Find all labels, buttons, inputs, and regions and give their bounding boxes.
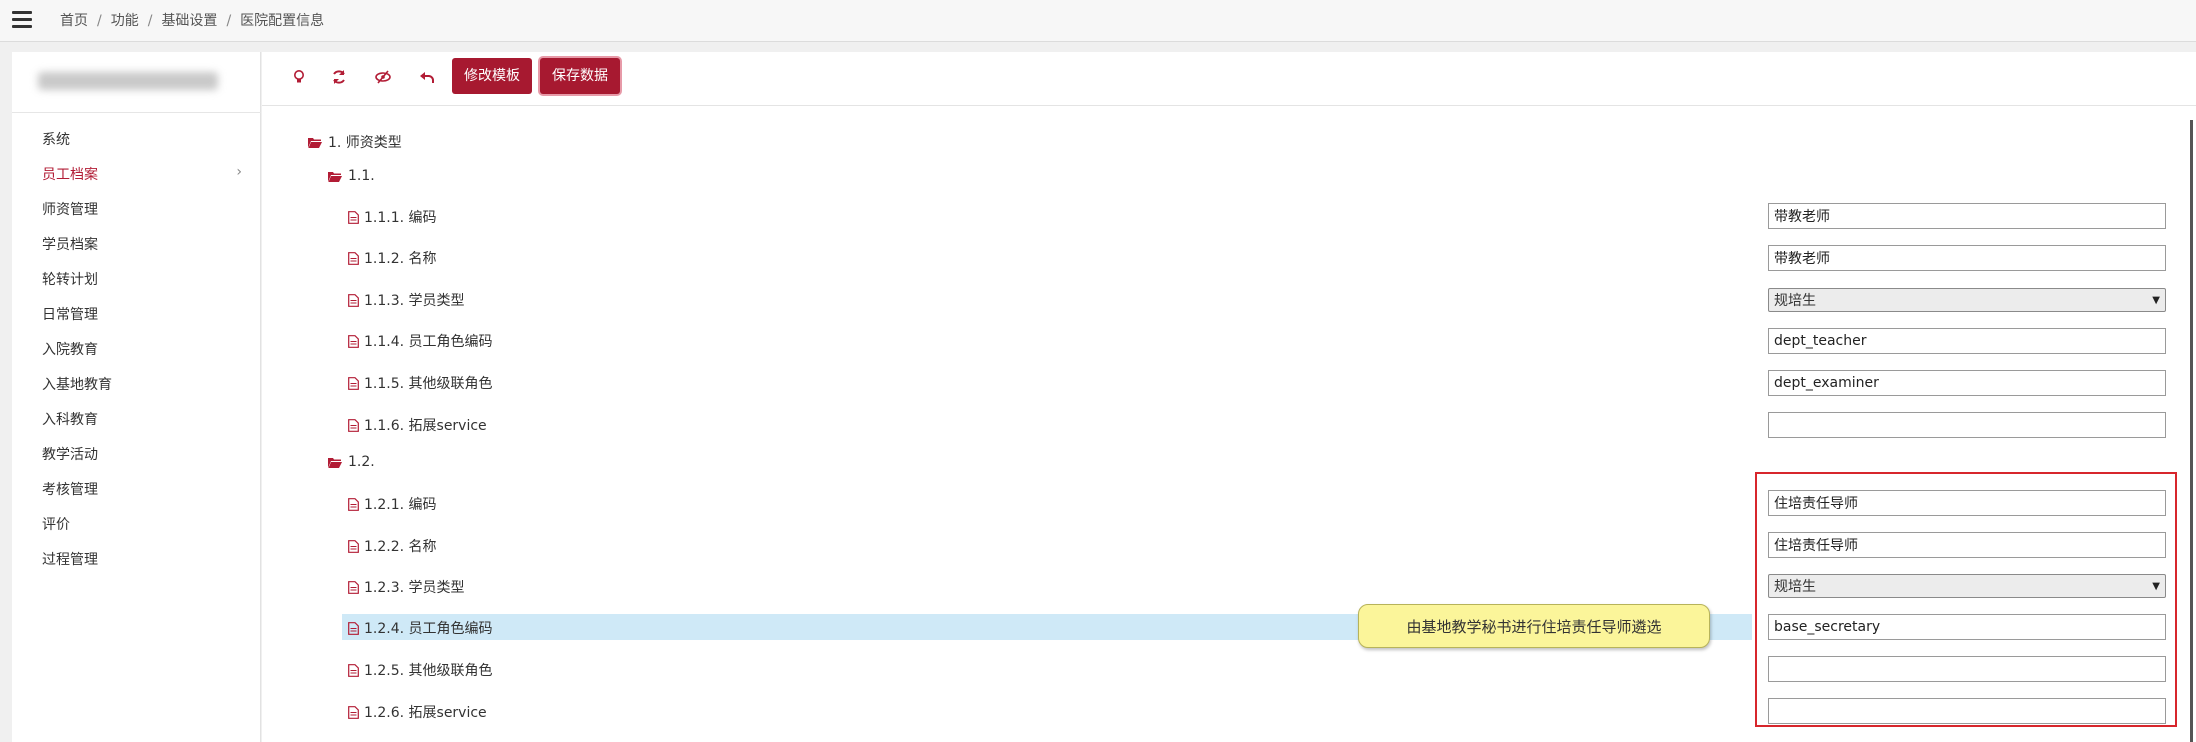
file-icon — [348, 497, 359, 511]
field-1-1-4-role-code[interactable] — [1768, 328, 2166, 354]
file-icon — [348, 663, 359, 677]
file-icon — [348, 376, 359, 390]
field-1-2-4-role-code[interactable] — [1768, 614, 2166, 640]
tree-leaf-1-2-5[interactable]: 1.2.5. 其他级联角色 — [348, 660, 493, 680]
eye-slash-icon[interactable] — [370, 64, 396, 90]
refresh-icon[interactable] — [326, 64, 352, 90]
field-1-2-5-cascade-role[interactable] — [1768, 656, 2166, 682]
tree-node-root[interactable]: 1. 师资类型 — [308, 132, 402, 152]
file-icon — [348, 621, 359, 635]
top-bar: 首页/功能/基础设置/医院配置信息 — [0, 0, 2196, 42]
tree-leaf-1-1-5[interactable]: 1.1.5. 其他级联角色 — [348, 373, 493, 393]
select-1-1-3-trainee-type[interactable]: 规培生▼ — [1768, 288, 2166, 312]
tree-leaf-1-2-4[interactable]: 1.2.4. 员工角色编码 — [348, 618, 493, 638]
select-1-2-3-trainee-type[interactable]: 规培生▼ — [1768, 574, 2166, 598]
sidebar-item-hospital-orientation[interactable]: 入院教育 — [42, 342, 98, 358]
toolbar: 修改模板 保存数据 — [262, 52, 2196, 106]
sidebar-item-dept-orientation[interactable]: 入科教育 — [42, 412, 98, 428]
tree-leaf-1-2-2[interactable]: 1.2.2. 名称 — [348, 536, 437, 556]
field-1-1-2-name[interactable] — [1768, 245, 2166, 271]
breadcrumb-home[interactable]: 首页 — [60, 13, 88, 29]
field-1-2-1-code[interactable] — [1768, 490, 2166, 516]
tree-leaf-1-2-3[interactable]: 1.2.3. 学员类型 — [348, 577, 465, 597]
breadcrumb: 首页/功能/基础设置/医院配置信息 — [60, 13, 325, 29]
sidebar-item-teaching[interactable]: 教学活动 — [42, 447, 98, 463]
file-icon — [348, 580, 359, 594]
folder-open-icon — [328, 171, 342, 182]
breadcrumb-basic-settings[interactable]: 基础设置 — [161, 13, 218, 29]
edit-template-button[interactable]: 修改模板 — [452, 58, 532, 94]
file-icon — [348, 334, 359, 348]
chevron-right-icon: › — [236, 164, 242, 180]
sidebar-item-daily[interactable]: 日常管理 — [42, 307, 98, 323]
folder-open-icon — [308, 137, 322, 148]
breadcrumb-current: 医院配置信息 — [240, 13, 325, 29]
hamburger-menu-icon[interactable] — [12, 11, 32, 29]
sidebar-item-staff-records[interactable]: 员工档案› — [42, 164, 242, 183]
field-1-1-6-service[interactable] — [1768, 412, 2166, 438]
field-1-2-6-service[interactable] — [1768, 698, 2166, 724]
file-icon — [348, 210, 359, 224]
undo-icon[interactable] — [414, 64, 440, 90]
field-1-2-2-name[interactable] — [1768, 532, 2166, 558]
sidebar-item-system[interactable]: 系统 — [42, 132, 70, 148]
tree-leaf-1-1-1[interactable]: 1.1.1. 编码 — [348, 207, 437, 227]
vertical-scrollbar[interactable] — [2190, 120, 2193, 742]
file-icon — [348, 293, 359, 307]
sidebar-item-process[interactable]: 过程管理 — [42, 552, 98, 568]
sidebar: 系统 员工档案› 师资管理 学员档案 轮转计划 日常管理 入院教育 入基地教育 … — [12, 52, 261, 742]
sidebar-item-assessment[interactable]: 考核管理 — [42, 482, 98, 498]
file-icon — [348, 705, 359, 719]
tree-leaf-1-1-2[interactable]: 1.1.2. 名称 — [348, 248, 437, 268]
file-icon — [348, 539, 359, 553]
sidebar-item-rotation-plan[interactable]: 轮转计划 — [42, 272, 98, 288]
field-1-1-5-cascade-role[interactable] — [1768, 370, 2166, 396]
annotation-tooltip: 由基地教学秘书进行住培责任导师遴选 — [1358, 604, 1710, 648]
sidebar-item-trainee-records[interactable]: 学员档案 — [42, 237, 98, 253]
file-icon — [348, 251, 359, 265]
tree-leaf-1-2-6[interactable]: 1.2.6. 拓展service — [348, 702, 487, 722]
tree-node-group-2[interactable]: 1.2. — [328, 454, 375, 470]
tree-node-group-1[interactable]: 1.1. — [328, 168, 375, 184]
org-name-blurred — [38, 72, 218, 90]
field-1-1-1-code[interactable] — [1768, 203, 2166, 229]
tree-leaf-1-1-4[interactable]: 1.1.4. 员工角色编码 — [348, 331, 493, 351]
tree-leaf-1-2-1[interactable]: 1.2.1. 编码 — [348, 494, 437, 514]
sidebar-item-base-orientation[interactable]: 入基地教育 — [42, 377, 112, 393]
chevron-down-icon: ▼ — [2152, 580, 2160, 592]
sidebar-item-faculty[interactable]: 师资管理 — [42, 202, 98, 218]
lightbulb-icon[interactable] — [286, 64, 312, 90]
tree-leaf-1-1-6[interactable]: 1.1.6. 拓展service — [348, 415, 487, 435]
file-icon — [348, 418, 359, 432]
annotation-red-box — [1755, 472, 2177, 727]
save-data-button[interactable]: 保存数据 — [540, 58, 620, 94]
breadcrumb-function[interactable]: 功能 — [110, 13, 139, 29]
sidebar-item-evaluation[interactable]: 评价 — [42, 517, 70, 533]
chevron-down-icon: ▼ — [2152, 294, 2160, 306]
folder-open-icon — [328, 457, 342, 468]
tree-leaf-1-1-3[interactable]: 1.1.3. 学员类型 — [348, 290, 465, 310]
